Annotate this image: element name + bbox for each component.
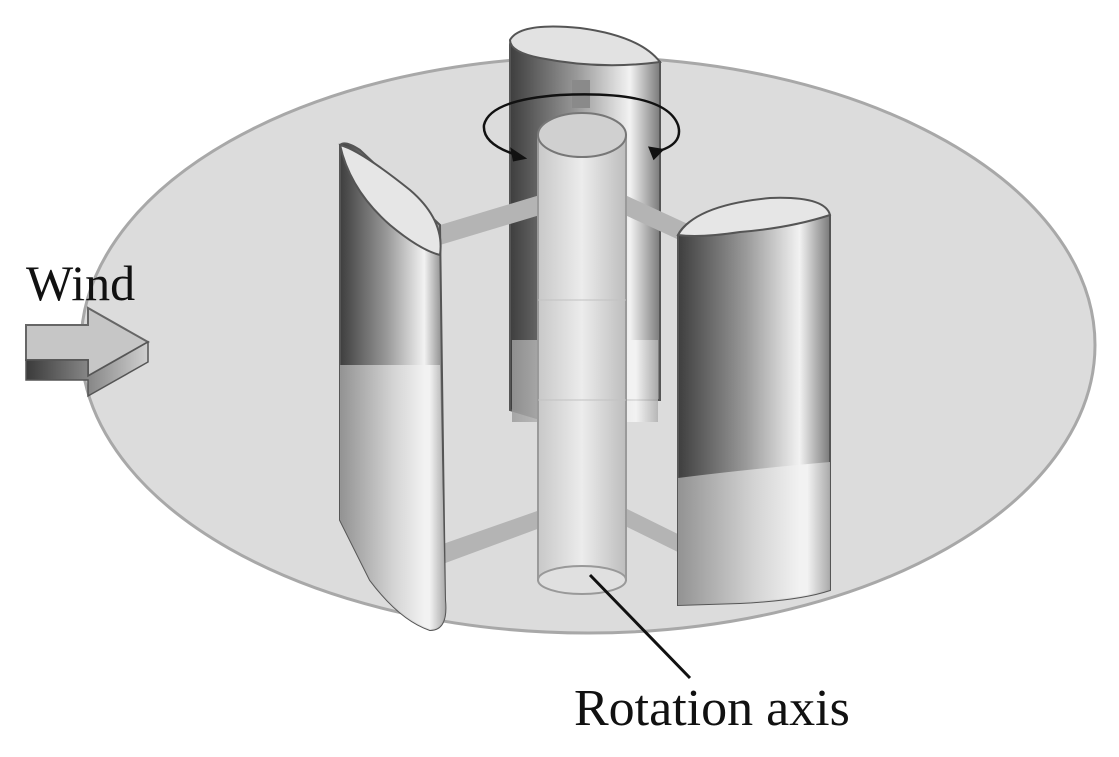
support-arms-lower [440,508,690,565]
support-arms-upper [440,195,690,245]
block-arrow-right-icon [25,306,151,398]
rotation-axis-leader-line [588,573,692,680]
wind-label: Wind [26,255,136,311]
curved-rotation-arrow-icon [482,93,681,162]
blade-right [676,196,832,607]
rotation-shaft [537,112,627,595]
blade-left [338,142,447,632]
rotation-axis-label: Rotation axis [574,680,850,737]
